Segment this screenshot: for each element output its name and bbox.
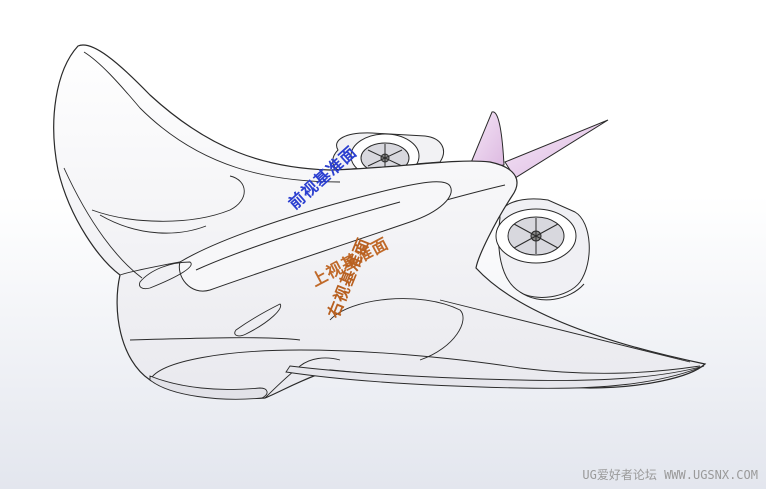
rear-fan-pod-lower[interactable] [495,198,590,301]
vent-slots [139,261,282,337]
tail-spike[interactable] [504,119,609,179]
top-hatch[interactable] [178,181,452,292]
underside-strip [149,365,705,400]
vertical-fin[interactable] [467,111,505,171]
fan-icon [513,218,559,254]
fan-icon [367,144,403,172]
forum-watermark: UG爱好者论坛 WWW.UGSNX.COM [582,468,758,482]
right-wing-panel [329,298,691,363]
